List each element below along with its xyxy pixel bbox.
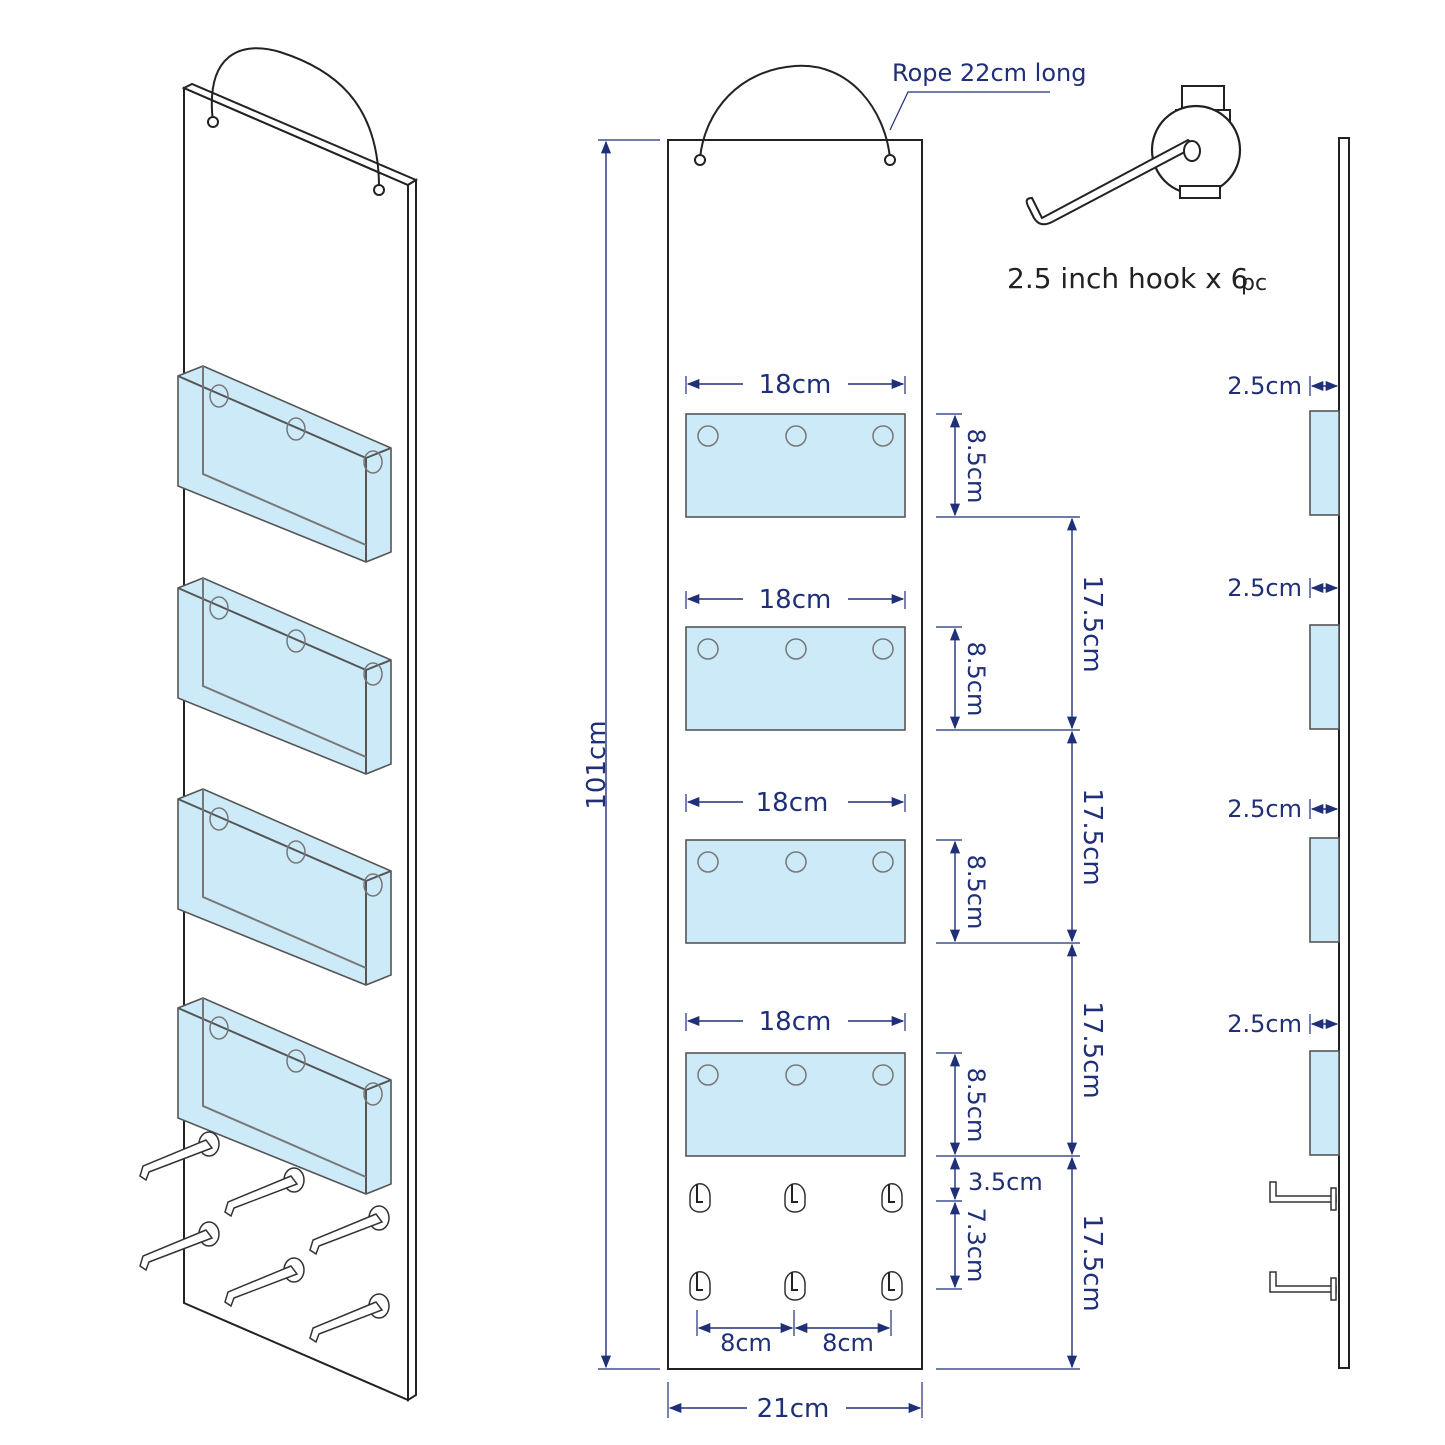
side-pocket <box>1309 410 1340 516</box>
front-rope <box>699 64 891 159</box>
side-pocket <box>1309 1050 1340 1156</box>
pocket-depth-dim: 2.5cm <box>1227 372 1339 400</box>
pocket-depth-dim: 2.5cm <box>1227 795 1339 823</box>
pocket-spacing-dim: 17.5cm <box>1066 943 1107 1156</box>
svg-text:17.5cm: 17.5cm <box>1077 1214 1107 1312</box>
hook-spacing-right-label: 8cm <box>822 1329 874 1357</box>
iso-hook <box>139 1131 220 1182</box>
front-pocket-3 <box>685 839 906 944</box>
front-view: Rope 22cm long <box>582 59 1107 1424</box>
hook-spacing-left-label: 8cm <box>720 1329 772 1357</box>
total-width-label: 21cm <box>757 1394 830 1424</box>
side-pocket <box>1309 624 1340 730</box>
iso-hook <box>309 1293 390 1344</box>
svg-text:2.5cm: 2.5cm <box>1227 574 1302 602</box>
rope-label: Rope 22cm long <box>892 59 1086 87</box>
svg-text:17.5cm: 17.5cm <box>1077 788 1107 886</box>
svg-text:17.5cm: 17.5cm <box>1077 1001 1107 1099</box>
iso-rope-eyelet-right <box>373 184 385 196</box>
pocket-depth-dim: 2.5cm <box>1227 1010 1339 1038</box>
iso-pocket-2 <box>177 577 392 775</box>
iso-pocket-1 <box>177 365 392 563</box>
pocket-height-dim: 8.5cm <box>936 839 1080 944</box>
svg-text:2.5cm: 2.5cm <box>1227 1010 1302 1038</box>
pocket-width-dim: 18cm <box>685 788 906 818</box>
pocket-height-dim: 8.5cm <box>936 1052 1080 1157</box>
svg-text:2.5cm: 2.5cm <box>1227 372 1302 400</box>
hook-label-unit: pc <box>1241 271 1267 296</box>
side-dimensions: 2.5cm 2.5cm 2.5cm 2.5cm <box>1227 372 1339 1038</box>
iso-rope <box>210 47 381 191</box>
front-hook <box>881 1271 903 1301</box>
hook-label: 2.5 inch hook x 6 <box>1007 262 1248 295</box>
svg-text:8.5cm: 8.5cm <box>962 1068 990 1143</box>
front-eyelet-left <box>694 154 706 166</box>
pocket-width-dim: 18cm <box>685 370 906 400</box>
front-hooks <box>689 1183 903 1301</box>
pocket-width-dim: 18cm <box>685 1007 906 1037</box>
total-height-label: 101cm <box>582 720 612 809</box>
front-dimensions: 101cm 21cm 18cm 18cm <box>582 139 1107 1424</box>
iso-hook <box>139 1221 220 1272</box>
iso-hook <box>224 1257 305 1308</box>
front-pocket-4 <box>685 1052 906 1157</box>
hook-gap-label: 3.5cm <box>968 1168 1043 1196</box>
svg-text:2.5cm: 2.5cm <box>1227 795 1302 823</box>
front-board <box>667 139 923 1370</box>
svg-text:8.5cm: 8.5cm <box>962 855 990 930</box>
pocket-spacing-dim: 17.5cm <box>1066 730 1107 943</box>
front-pocket-1 <box>685 413 906 518</box>
side-view: 2.5cm 2.5cm 2.5cm 2.5cm <box>1227 137 1350 1369</box>
iso-pocket-4 <box>177 997 392 1195</box>
pocket-depth-dim: 2.5cm <box>1227 574 1339 602</box>
pocket-spacing-dim: 17.5cm <box>1066 517 1107 730</box>
isometric-view <box>139 47 419 1402</box>
pocket-width-dim: 18cm <box>685 585 906 615</box>
hook-row-spacing-label: 7.3cm <box>962 1208 990 1283</box>
svg-text:17.5cm: 17.5cm <box>1077 575 1107 673</box>
front-hook <box>784 1271 806 1301</box>
front-hook <box>881 1183 903 1213</box>
iso-hook <box>309 1205 390 1256</box>
front-hook <box>689 1183 711 1213</box>
svg-text:18cm: 18cm <box>756 788 829 818</box>
front-pocket-2 <box>685 626 906 731</box>
side-board <box>1338 137 1350 1369</box>
pocket-height-dim: 8.5cm <box>936 626 1080 731</box>
iso-board-side-edge <box>407 178 417 1402</box>
side-hook <box>1269 1271 1337 1301</box>
pocket-spacing-dim: 17.5cm <box>1066 1156 1107 1369</box>
svg-text:18cm: 18cm <box>759 370 832 400</box>
hook-detail: 2.5 inch hook x 6 pc <box>1007 85 1267 296</box>
svg-text:18cm: 18cm <box>759 585 832 615</box>
svg-text:8.5cm: 8.5cm <box>962 429 990 504</box>
side-pocket <box>1309 837 1340 943</box>
rope-leader <box>889 91 1050 131</box>
svg-text:18cm: 18cm <box>759 1007 832 1037</box>
svg-text:8.5cm: 8.5cm <box>962 642 990 717</box>
front-hook <box>784 1183 806 1213</box>
front-eyelet-right <box>884 154 896 166</box>
side-hook <box>1269 1181 1337 1211</box>
iso-hook <box>224 1167 305 1218</box>
front-hook <box>689 1271 711 1301</box>
iso-rope-eyelet-left <box>207 116 219 128</box>
iso-pocket-3 <box>177 788 392 986</box>
pocket-height-dim: 8.5cm <box>936 413 1080 518</box>
